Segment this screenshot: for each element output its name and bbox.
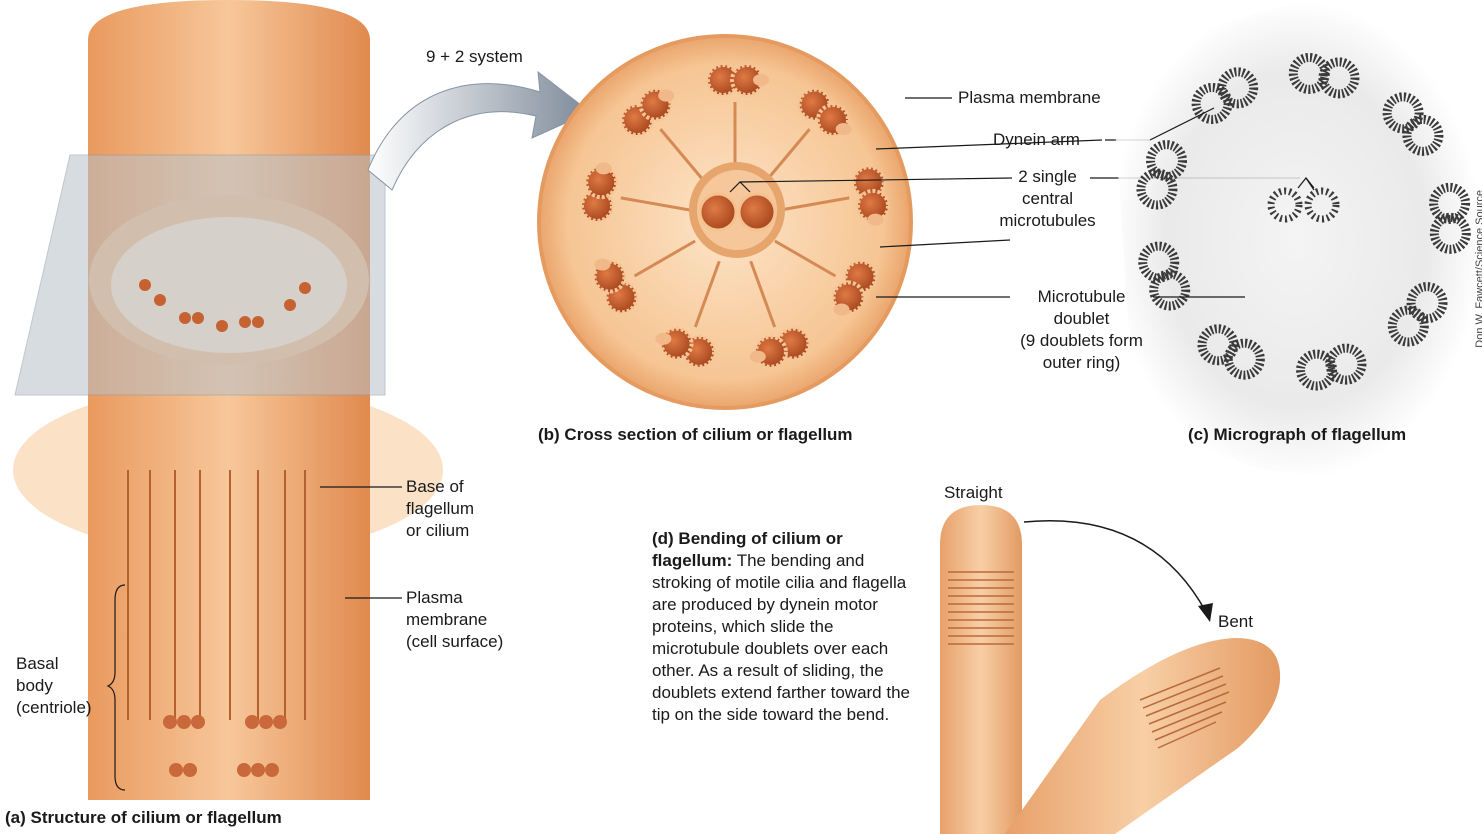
dynein-arm [834,304,850,316]
caption-a: (a) Structure of cilium or flagellum [5,808,282,828]
micrograph-background [1110,0,1482,480]
straight-flagellum [940,505,1022,834]
straight-label: Straight [944,482,1003,504]
photo-credit: Don W. Fawcett/Science Source [1474,190,1482,348]
bending-illustration [940,505,1280,834]
caption-d-text: The bending and stroking of motile cilia… [652,551,910,724]
section-plane [15,155,385,395]
caption-b: (b) Cross section of cilium or flagellum [538,425,853,445]
dynein-arm [867,214,883,226]
dynein-arm [594,258,610,270]
dynein-arm [836,123,852,135]
microtubule-doublet-label: Microtubule doublet (9 doublets form out… [1010,286,1153,374]
dynein-arm [596,162,612,174]
bent-flagellum [1005,638,1280,834]
bent-label: Bent [1218,611,1253,633]
plasma-membrane-cell-label: Plasma membrane (cell surface) [406,587,503,653]
central-microtubules-label: 2 single central microtubules [985,166,1110,232]
dynein-arm [750,351,766,363]
basal-body-label: Basal body (centriole) [16,653,92,719]
bend-arrow [1024,521,1206,612]
bend-arrowhead [1198,603,1213,622]
dynein-arm [753,74,769,86]
micrograph [1110,0,1482,480]
plasma-membrane-label: Plasma membrane [958,87,1101,109]
base-label: Base of flagellum or cilium [406,476,474,542]
arrow-label: 9 + 2 system [426,46,523,68]
dynein-arm [658,90,674,102]
dynein-arm-label: Dynein arm [993,129,1080,151]
caption-c: (c) Micrograph of flagellum [1188,425,1406,445]
caption-d: (d) Bending of cilium or flagellum: The … [652,528,914,726]
dynein-arm [655,333,671,345]
